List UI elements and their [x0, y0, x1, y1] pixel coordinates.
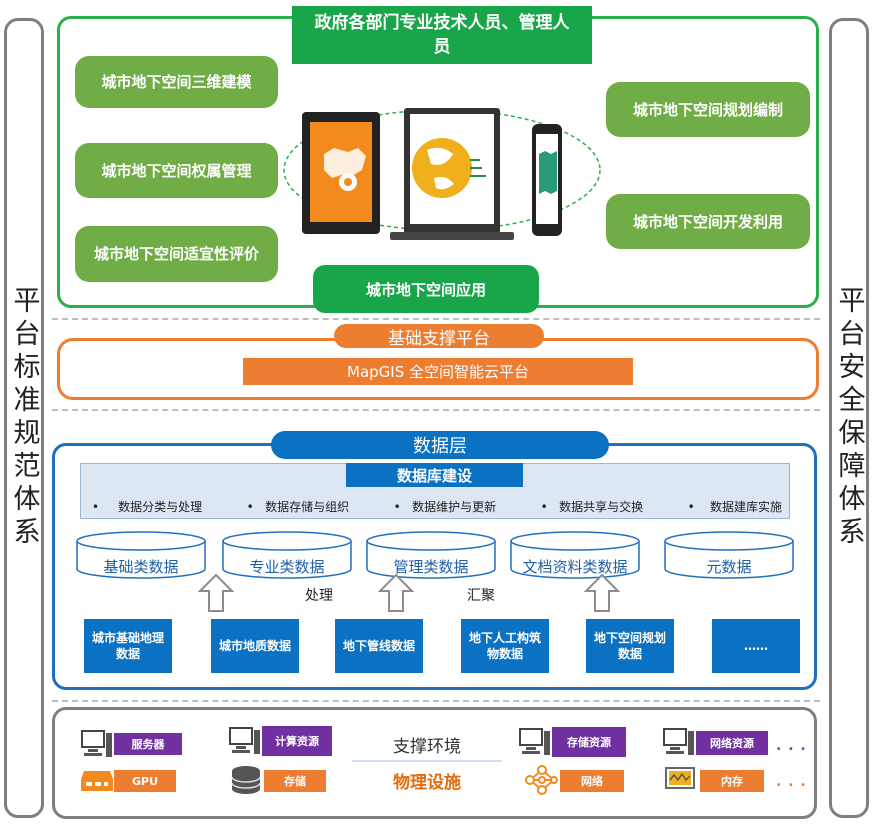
- storage-tag: 存储: [264, 770, 326, 792]
- database-cylinder: 基础类数据: [76, 531, 206, 579]
- ellipsis-row2: . . .: [776, 774, 807, 790]
- network-tag: 网络: [560, 770, 624, 792]
- db-bullet-item: • 数据建库实施: [687, 499, 782, 514]
- up-arrow-icon: [584, 573, 620, 612]
- infra-layer-box: [52, 707, 817, 819]
- support-env-label: 支撑环境: [393, 737, 461, 757]
- database-label: 基础类数据: [103, 558, 179, 576]
- physical-label: 物理设施: [393, 773, 461, 793]
- gpu-tag: GPU: [114, 770, 176, 792]
- divider-3: [52, 700, 820, 702]
- source-tile-pipelines: 地下管线数据: [335, 619, 423, 673]
- db-bullet-item: • 数据维护与更新: [393, 499, 497, 514]
- db-construction-title: 数据库建设: [346, 463, 523, 487]
- process-label: 处理: [305, 588, 333, 604]
- app-item-planning: 城市地下空间规划编制: [606, 82, 810, 137]
- gather-label: 汇聚: [467, 588, 495, 604]
- database-icon: [222, 531, 352, 579]
- source-tile-more: ……: [712, 619, 800, 673]
- storage-computer-icon: [519, 728, 550, 755]
- up-arrow-icon: [198, 573, 234, 612]
- storage-icon: [231, 766, 261, 794]
- database-icon: [664, 531, 794, 579]
- right-side-pillar: 平台安全保障体系: [829, 18, 869, 818]
- db-bullet-item: • 数据存储与组织: [246, 499, 350, 514]
- left-side-label: 平台标准规范体系: [8, 286, 40, 550]
- database-icon: [76, 531, 206, 579]
- memory-tag: 内存: [700, 770, 764, 792]
- app-item-suitability: 城市地下空间适宜性评价: [75, 226, 278, 282]
- server-computer-icon: [81, 730, 112, 757]
- db-bullet-item: • 数据分类与处理: [92, 499, 203, 514]
- memory-icon: [665, 767, 695, 789]
- right-side-label: 平台安全保障体系: [833, 286, 865, 550]
- source-tile-basic-geo: 城市基础地理数据: [84, 619, 172, 673]
- platform-bar: MapGIS 全空间智能云平台: [243, 358, 633, 385]
- network-computer-icon: [663, 728, 694, 755]
- database-icon: [510, 531, 640, 579]
- app-item-3d-modeling: 城市地下空间三维建模: [75, 56, 278, 108]
- database-cylinder: 管理类数据: [366, 531, 496, 579]
- app-item-ownership: 城市地下空间权属管理: [75, 143, 278, 198]
- source-tile-planning: 地下空间规划数据: [586, 619, 674, 673]
- db-bullet-item: • 数据共享与交换: [540, 499, 644, 514]
- database-cylinder: 文档资料类数据: [510, 531, 640, 579]
- app-layer-footer: 城市地下空间应用: [313, 265, 539, 313]
- devices-illustration-icon: [283, 108, 601, 240]
- data-layer-title: 数据层: [271, 431, 609, 459]
- network-resource-tag: 网络资源: [696, 731, 768, 755]
- gpu-icon: [81, 771, 113, 791]
- ellipsis-row1: . . .: [776, 738, 807, 754]
- divider-1: [52, 318, 820, 320]
- compute-computer-icon: [229, 727, 260, 754]
- database-cylinder: 专业类数据: [222, 531, 352, 579]
- divider-2: [52, 409, 820, 411]
- source-tile-geology: 城市地质数据: [211, 619, 299, 673]
- app-layer-header: 政府各部门专业技术人员、管理人员: [292, 6, 592, 64]
- db-bullet-list: • 数据分类与处理 • 数据存储与组织 • 数据维护与更新 • 数据共享与交换 …: [92, 496, 782, 516]
- source-tile-structures: 地下人工构筑物数据: [461, 619, 549, 673]
- platform-layer-title: 基础支撑平台: [334, 324, 544, 349]
- network-icon: [525, 765, 558, 795]
- server-tag: 服务器: [114, 733, 182, 755]
- database-label: 文档资料类数据: [522, 558, 628, 576]
- database-label: 专业类数据: [249, 558, 325, 576]
- database-label: 管理类数据: [393, 558, 469, 576]
- support-divider: [352, 760, 502, 762]
- database-icon: [366, 531, 496, 579]
- database-cylinder: 元数据: [664, 531, 794, 579]
- compute-tag: 计算资源: [262, 726, 332, 756]
- storage-resource-tag: 存储资源: [552, 727, 626, 757]
- app-item-development: 城市地下空间开发利用: [606, 194, 810, 249]
- database-label: 元数据: [706, 558, 752, 576]
- left-side-pillar: 平台标准规范体系: [4, 18, 44, 818]
- up-arrow-icon: [378, 573, 414, 612]
